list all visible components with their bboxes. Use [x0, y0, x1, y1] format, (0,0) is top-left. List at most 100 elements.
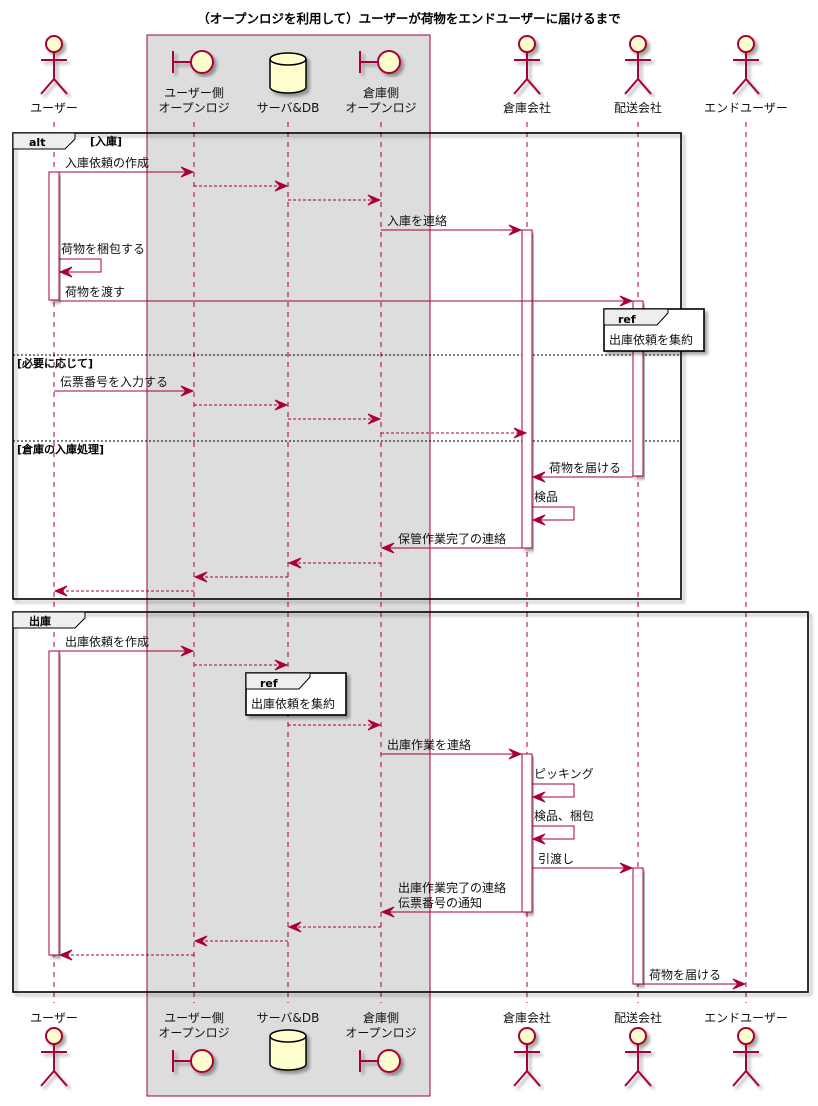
message: [194, 659, 289, 671]
message: 検品、梱包: [531, 809, 594, 845]
participant-enduser-bottom: エンドユーザー: [704, 1011, 788, 1087]
boundary-icon: [172, 50, 214, 74]
activation-bar: [48, 650, 60, 956]
else-guard: [必要に応じて]: [17, 356, 93, 370]
participant-user-bottom: ユーザー: [30, 1011, 78, 1087]
participant-label: オープンロジ: [158, 101, 229, 115]
message: [194, 399, 289, 411]
participant-label: エンドユーザー: [704, 1011, 788, 1025]
arrow-head-icon: [287, 557, 302, 569]
message-label: 入庫を連絡: [387, 213, 447, 228]
message-label: 伝票番号の通知: [398, 896, 482, 910]
arrow-head-icon: [531, 514, 546, 526]
arrow-head-icon: [58, 949, 73, 961]
message: [193, 935, 288, 947]
message-label: 荷物を渡す: [65, 284, 125, 299]
activation-bar: [521, 753, 533, 913]
message: [381, 427, 528, 439]
message: [193, 571, 288, 583]
message-label: 検品、梱包: [534, 809, 594, 823]
message-label: 出庫作業完了の連絡: [398, 880, 506, 895]
else-guard: [倉庫の入庫処理]: [17, 442, 104, 456]
ref-frame: ref 出庫依頼を集約: [603, 308, 705, 352]
participant-label: 倉庫会社: [503, 1010, 551, 1025]
arrow-head-icon: [180, 385, 195, 397]
participant-label: サーバ&DB: [257, 101, 320, 115]
participant-label: ユーザー側: [164, 86, 224, 100]
arrow-head-icon: [619, 862, 634, 874]
boundary-icon: [359, 50, 401, 74]
participant-server-bottom: サーバ&DB: [257, 1011, 320, 1071]
arrow-head-icon: [58, 266, 73, 278]
message-label: 保管作業完了の連絡: [398, 531, 506, 546]
database-icon: [269, 52, 307, 94]
message: 検品: [531, 490, 575, 526]
arrow-head-icon: [531, 471, 546, 483]
actor-icon: [513, 1027, 541, 1087]
participant-heads: ユーザーユーザーユーザー側オープンロジユーザー側オープンロジサーバ&DBサーバ&…: [30, 35, 788, 1087]
arrow-head-icon: [287, 921, 302, 933]
actor-icon: [624, 35, 652, 95]
arrow-head-icon: [367, 194, 382, 206]
arrow-head-icon: [193, 935, 208, 947]
participant-server-top: サーバ&DB: [257, 52, 320, 115]
message: 荷物を梱包する: [58, 242, 145, 278]
frame-label: alt: [29, 136, 45, 149]
participant-label: オープンロジ: [158, 1026, 229, 1040]
actor-icon: [513, 35, 541, 95]
message: [58, 949, 194, 961]
arrow-head-icon: [380, 542, 395, 554]
message: 出庫作業を連絡: [381, 737, 523, 760]
arrow-head-icon: [380, 906, 395, 918]
ref-text: 出庫依頼を集約: [609, 332, 693, 347]
message: 入庫依頼の作成: [59, 155, 195, 178]
participant-label: エンドユーザー: [704, 101, 788, 115]
actor-icon: [732, 1027, 760, 1087]
message: 荷物を届ける: [531, 461, 633, 483]
boundary-icon: [359, 1049, 401, 1073]
arrow-head-icon: [531, 791, 546, 803]
message-label: 荷物を届ける: [649, 968, 721, 982]
message: [194, 180, 289, 192]
participant-warehouse-top: 倉庫会社: [503, 35, 551, 115]
participant-user-top: ユーザー: [30, 35, 78, 115]
message: 出庫依頼を作成: [59, 634, 195, 657]
actor-icon: [732, 35, 760, 95]
frame-label: 出庫: [29, 614, 51, 628]
participant-delivery-bottom: 配送会社: [614, 1010, 662, 1087]
ref-label: ref: [618, 313, 636, 326]
frame-group: 出庫: [12, 611, 809, 993]
arrow-head-icon: [53, 585, 68, 597]
ref-label: ref: [260, 677, 278, 690]
actor-icon: [40, 1027, 68, 1087]
participant-label: オープンロジ: [345, 1026, 416, 1040]
interaction-frames: alt[入庫][必要に応じて][倉庫の入庫処理]出庫: [12, 132, 809, 993]
ref-frame: ref 出庫依頼を集約: [245, 672, 347, 716]
participant-label: ユーザー: [30, 1011, 78, 1025]
message: [287, 921, 381, 933]
arrow-head-icon: [508, 748, 523, 760]
arrow-head-icon: [274, 180, 289, 192]
message: 入庫を連絡: [381, 213, 523, 236]
participant-label: 配送会社: [614, 1010, 662, 1025]
ref-text: 出庫依頼を集約: [251, 696, 335, 711]
message-label: 引渡し: [538, 851, 574, 866]
participant-label: サーバ&DB: [257, 1011, 320, 1025]
message-label: 荷物を梱包する: [61, 242, 145, 256]
participant-label: ユーザー側: [164, 1011, 224, 1025]
message: [288, 719, 382, 731]
actor-icon: [624, 1027, 652, 1087]
message: 荷物を届ける: [643, 968, 747, 990]
message-label: 荷物を届ける: [549, 461, 621, 475]
arrow-head-icon: [180, 166, 195, 178]
database-icon: [269, 1029, 307, 1071]
arrow-head-icon: [274, 659, 289, 671]
participant-label: ユーザー: [30, 101, 78, 115]
message: [288, 413, 382, 425]
frame-alt: alt[入庫][必要に応じて][倉庫の入庫処理]: [12, 132, 682, 600]
activation-bar: [521, 229, 533, 549]
